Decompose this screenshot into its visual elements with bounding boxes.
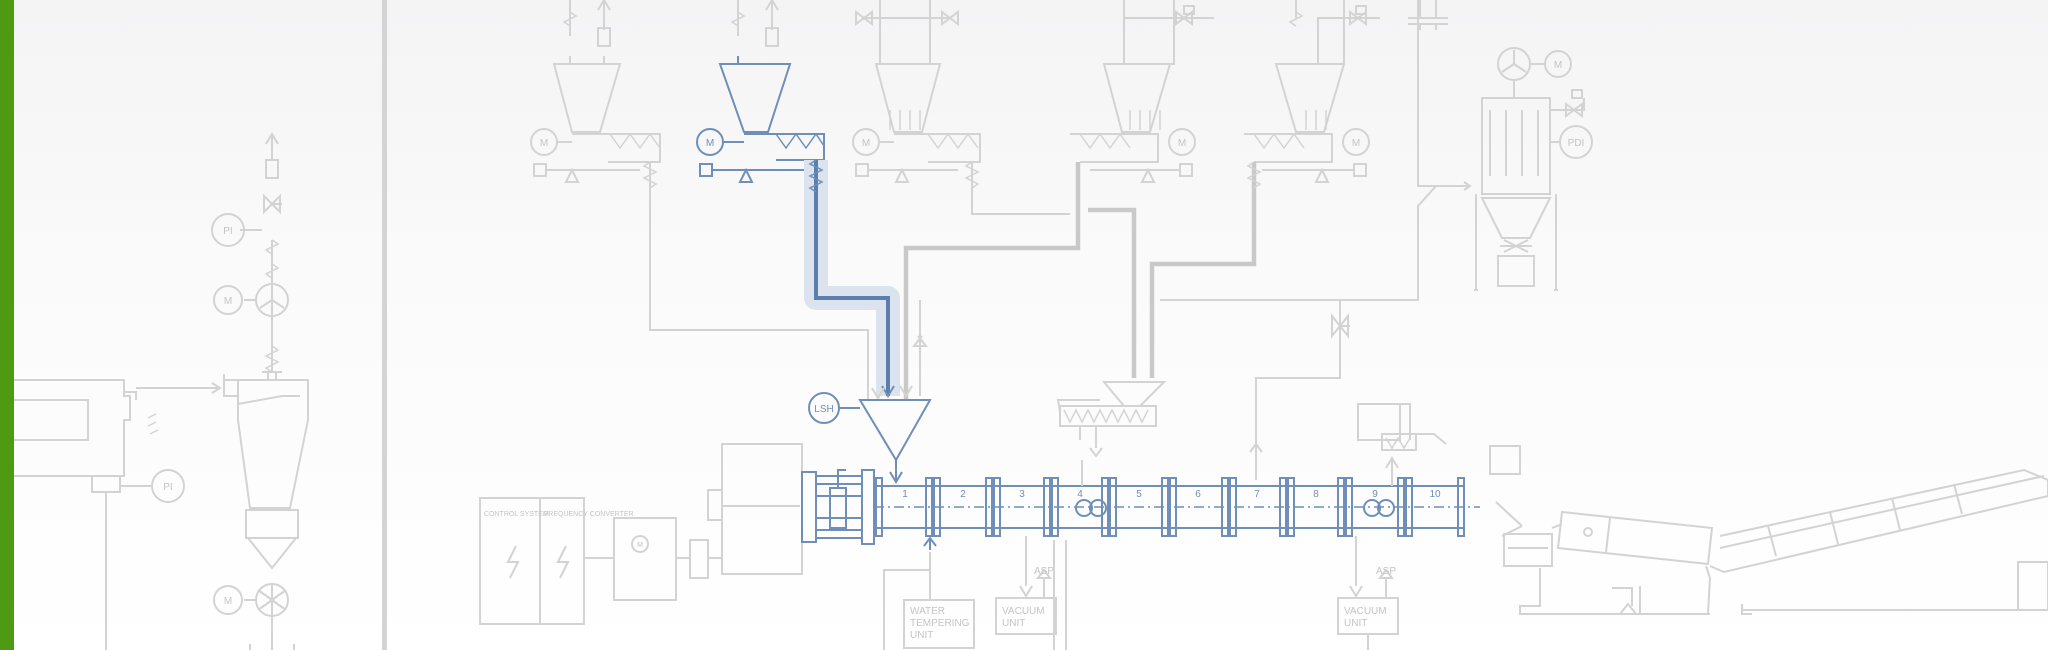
asp-2-label: ASP — [1376, 566, 1396, 577]
lsh-label: LSH — [814, 404, 833, 415]
water-tempering-line1: WATER — [910, 606, 945, 617]
frequency-converter-label: FREQUENCY CONVERTER — [544, 511, 634, 518]
feeder-hoppers: M M — [530, 0, 1593, 453]
asp-1-label: ASP — [1034, 566, 1054, 577]
hopper-5: M — [1149, 0, 1380, 378]
extruder-line: LSH 1 2 — [479, 381, 2048, 650]
lightning-icon-2 — [556, 545, 570, 579]
segment-8: 8 — [1313, 489, 1319, 500]
vacuum-unit-1-line2: UNIT — [1002, 618, 1025, 629]
accent-bar — [0, 0, 14, 650]
segment-4: 4 — [1077, 489, 1083, 500]
segment-6: 6 — [1195, 489, 1201, 500]
segment-3: 3 — [1019, 489, 1025, 500]
pi-top-label: PI — [223, 226, 232, 237]
active-feed-path — [804, 159, 900, 398]
motor-label-left-fan: M — [224, 296, 232, 307]
vacuum-unit-1-line1: VACUUM — [1002, 606, 1045, 617]
segment-2: 2 — [960, 489, 966, 500]
segment-1: 1 — [902, 489, 908, 500]
motor-label-h5: M — [1352, 138, 1360, 149]
pi-bottom-label: PI — [163, 482, 172, 493]
vacuum-unit-2-line1: VACUUM — [1344, 606, 1387, 617]
hopper-3: M — [852, 0, 1070, 215]
motor-label-h4: M — [1178, 138, 1186, 149]
water-tempering-line3: UNIT — [910, 630, 933, 641]
vacuum-unit-2-line2: UNIT — [1344, 618, 1367, 629]
dust-filter: M PDI — [1160, 0, 1593, 453]
motor-label-h1: M — [540, 138, 548, 149]
motor-label-h2: M — [706, 138, 714, 149]
left-cyclone-system: PI M M PI — [14, 132, 309, 650]
hopper-4: M — [903, 0, 1214, 400]
segment-5: 5 — [1136, 489, 1142, 500]
segment-10: 10 — [1429, 489, 1441, 500]
motor-label-filter: M — [1554, 60, 1562, 71]
lightning-icon — [506, 545, 520, 579]
control-system-label: CONTROL SYSTEM — [484, 511, 549, 518]
motor-label-left-bottom: M — [224, 596, 232, 607]
barrel-flanges — [875, 477, 1413, 537]
segment-9: 9 — [1372, 489, 1378, 500]
water-tempering-line2: TEMPERING — [910, 618, 970, 629]
hopper-1: M — [530, 0, 869, 400]
hopper-2-active: M — [696, 0, 825, 183]
motor-label-main: M — [637, 542, 643, 549]
panel-divider — [382, 0, 387, 650]
segment-7: 7 — [1254, 489, 1260, 500]
pdi-label: PDI — [1568, 138, 1585, 149]
motor-label-h3: M — [862, 138, 870, 149]
